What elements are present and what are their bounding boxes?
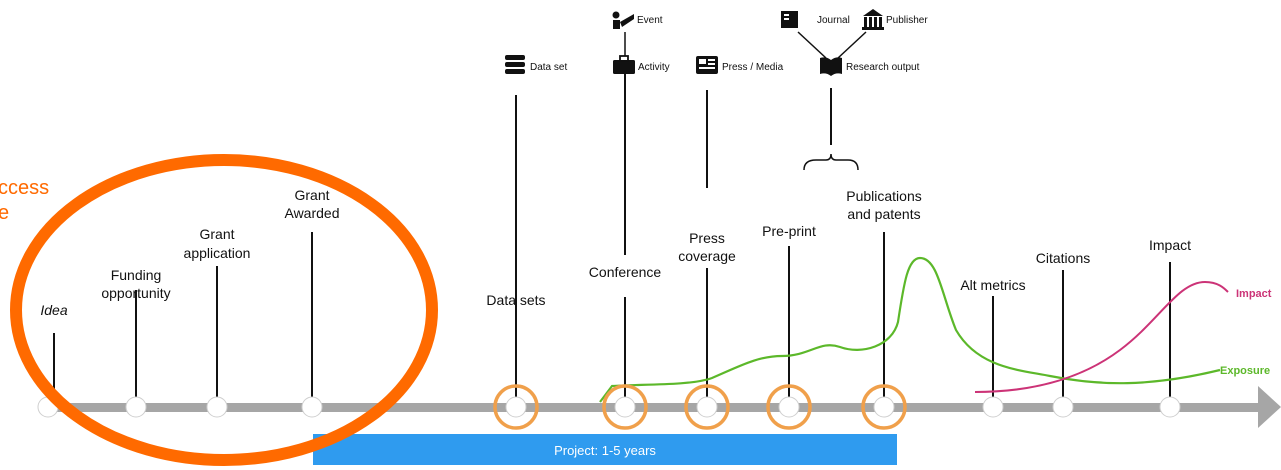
milestone-grant-awarded-line2: Awarded [284, 205, 339, 221]
impact-curve-label: Impact [1236, 288, 1272, 300]
connectors [624, 31, 867, 59]
building-icon [862, 9, 884, 30]
highlight-rings [493, 384, 907, 430]
milestone-publications-line2: and patents [847, 206, 920, 222]
highlight-ellipse [10, 154, 438, 466]
book-icon [820, 57, 842, 76]
milestone-grant-awarded-line1: Grant [294, 187, 329, 203]
milestone-idea: Idea [40, 302, 67, 318]
timeline-arrowhead [1258, 386, 1281, 428]
impact-curve [974, 280, 1229, 393]
entity-journal-label: Journal [817, 15, 850, 26]
milestone-dots [37, 396, 1181, 418]
project-bar: Project: 1-5 years [313, 434, 897, 465]
milestone-funding-line2: opportunity [101, 285, 170, 301]
milestone-grant-app-line1: Grant [199, 226, 234, 242]
newspaper-icon [696, 56, 718, 74]
entity-publisher-label: Publisher [886, 15, 928, 26]
milestone-preprint: Pre-print [762, 223, 816, 239]
milestone-altmetrics: Alt metrics [960, 277, 1025, 293]
database-icon [505, 55, 525, 74]
milestone-funding-line1: Funding [111, 267, 162, 283]
entity-dataset-label: Data set [530, 62, 567, 73]
milestone-citations: Citations [1036, 250, 1090, 266]
milestone-publications-line1: Publications [846, 188, 922, 204]
milestone-data-sets: Data sets [486, 292, 545, 308]
milestone-conference: Conference [589, 264, 662, 280]
journal-icon [781, 11, 798, 28]
side-text-line2: e [0, 202, 9, 224]
timeline-axis [40, 386, 1281, 428]
side-text-line1: ccess [0, 177, 49, 199]
milestone-stems [53, 70, 1171, 398]
entity-event-label: Event [637, 15, 663, 26]
exposure-curve [599, 256, 1221, 403]
milestone-labels: Idea Funding opportunity Grant applicati… [40, 187, 1191, 318]
milestone-press-line2: coverage [678, 248, 736, 264]
milestone-press-line1: Press [689, 230, 725, 246]
brace [803, 153, 859, 171]
presenter-icon [612, 11, 634, 29]
entity-research-output-label: Research output [846, 62, 920, 73]
milestone-impact: Impact [1149, 237, 1191, 253]
briefcase-icon [613, 55, 635, 74]
milestone-grant-app-line2: application [184, 245, 251, 261]
project-bar-label: Project: 1-5 years [554, 443, 656, 458]
exposure-curve-label: Exposure [1220, 365, 1270, 377]
entity-press-media-label: Press / Media [722, 62, 784, 73]
entity-activity-label: Activity [638, 62, 670, 73]
